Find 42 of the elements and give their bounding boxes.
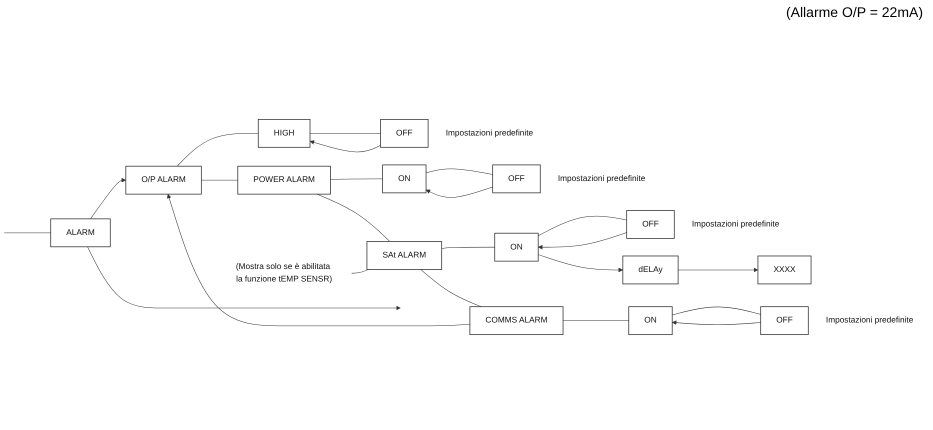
- arrow: [426, 186, 493, 198]
- arrow: [310, 140, 381, 152]
- node-label: Impostazioni predefinite: [446, 128, 534, 138]
- connector: [420, 269, 482, 307]
- connector: [330, 178, 383, 180]
- node-box: COMMS ALARM: [470, 306, 564, 336]
- node-box: ALARM: [50, 218, 111, 248]
- node-box: ON: [494, 232, 539, 262]
- note-text: (Allarme O/P = 22mA): [786, 4, 923, 20]
- node-box: XXXX: [758, 256, 812, 284]
- arrow: [167, 194, 470, 326]
- connector: [441, 246, 495, 249]
- node-box: OFF: [760, 306, 809, 336]
- connector: [316, 194, 390, 242]
- node-box: dELAy: [622, 256, 679, 284]
- arrow: [87, 246, 401, 310]
- connector: [176, 133, 259, 166]
- connector: [672, 306, 761, 316]
- arrow: [538, 232, 627, 250]
- node-box: OFF: [492, 164, 541, 194]
- connector: [351, 269, 369, 274]
- node-box: ON: [628, 306, 673, 336]
- arrow: [90, 178, 126, 220]
- arrow: [672, 320, 761, 325]
- connector: [426, 168, 493, 175]
- connector: [4, 232, 51, 234]
- node-label: Impostazioni predefinite: [692, 220, 780, 229]
- node-box: POWER ALARM: [237, 166, 331, 195]
- connector: [538, 216, 627, 236]
- node-box: O/P ALARM: [125, 166, 202, 195]
- connector: [310, 133, 381, 134]
- node-box: ON: [382, 164, 426, 194]
- node-box: SAt ALARM: [366, 241, 442, 270]
- node-box: OFF: [626, 210, 675, 239]
- arrow: [538, 254, 624, 272]
- node-box: OFF: [380, 118, 428, 148]
- node-text: (Mostra solo se è abilitata la funzione tEMP SENSR): [236, 262, 332, 284]
- arrow: [678, 268, 758, 272]
- connector: [562, 320, 629, 321]
- node-label: Impostazioni predefinite: [558, 174, 646, 184]
- node-label: Impostazioni predefinite: [826, 316, 914, 325]
- node-box: HIGH: [258, 118, 310, 148]
